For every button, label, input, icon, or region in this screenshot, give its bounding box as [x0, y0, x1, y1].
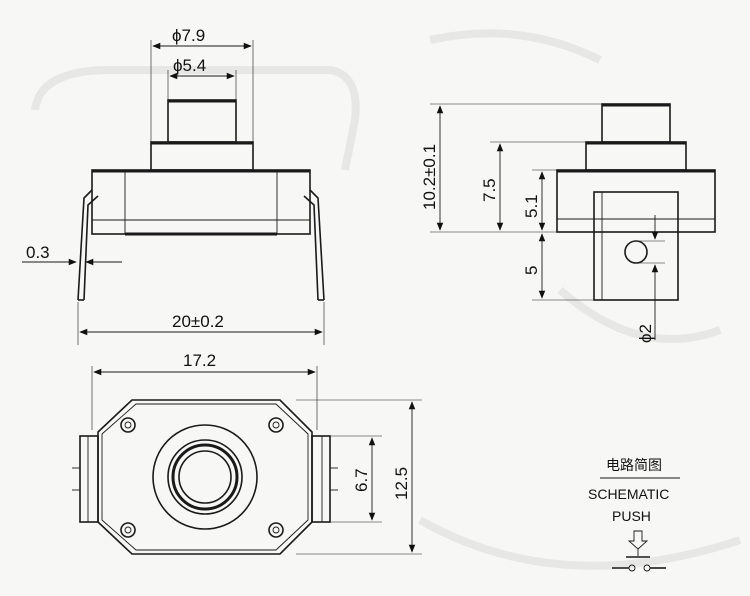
schematic: 电路简图 SCHEMATIC PUSH	[588, 457, 680, 572]
button-cap-side	[601, 103, 671, 143]
dim-pin-thickness: 0.3	[26, 243, 50, 262]
pin-right-front	[309, 189, 325, 301]
mount-holes	[120, 417, 284, 538]
schematic-title-cn: 电路简图	[606, 457, 662, 473]
top-view: 17.2 6.7 12.5	[72, 351, 422, 555]
terminal-tab	[593, 191, 679, 301]
dim-total-height: 10.2±0.1	[420, 144, 439, 210]
dim-button-outer-dia: ϕ7.9	[172, 26, 205, 45]
dim-overall-width: 20±0.2	[172, 312, 224, 331]
dim-hole-dia: ϕ2	[636, 324, 655, 343]
button-outer-circle	[152, 424, 258, 530]
watermark-shapes	[31, 29, 742, 570]
dim-body-height: 7.5	[480, 178, 499, 202]
dim-body-depth: 12.5	[392, 467, 411, 500]
front-view: ϕ7.9 ϕ5.4 0.3 20±0.2	[22, 26, 325, 345]
terminal-hole	[624, 240, 648, 264]
button-ring	[167, 439, 243, 515]
dim-button-inner-dia: ϕ5.4	[173, 56, 206, 75]
switch-body-side	[556, 169, 716, 233]
dim-body-width: 17.2	[183, 351, 216, 370]
schematic-mode: PUSH	[612, 508, 651, 524]
dim-pin-pitch: 6.7	[352, 468, 371, 492]
button-cap	[167, 99, 237, 143]
pin-left-front	[77, 189, 93, 301]
tab-left-top	[79, 435, 99, 523]
push-arrow-icon	[627, 530, 649, 550]
tab-right-top	[311, 435, 331, 523]
side-view: 10.2±0.1 7.5 5.1 5 ϕ2	[420, 103, 716, 343]
dim-pin-length: 5	[522, 266, 541, 275]
dim-pin-height: 5.1	[522, 194, 541, 218]
schematic-title-en: SCHEMATIC	[588, 486, 669, 502]
button-collar	[150, 141, 254, 171]
